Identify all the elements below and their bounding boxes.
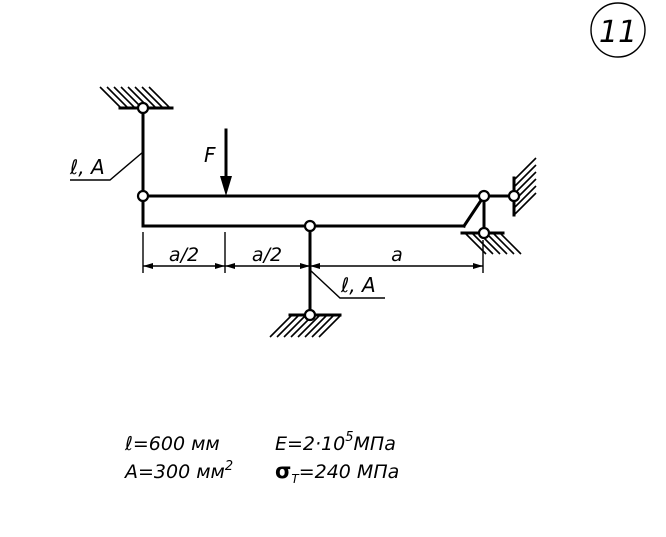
hinge-top bbox=[136, 101, 150, 115]
ceiling-hatch bbox=[99, 86, 171, 109]
force-label: F bbox=[204, 143, 216, 167]
dimension-label-1: a/2 bbox=[169, 244, 199, 266]
problem-number: 11 bbox=[599, 15, 637, 50]
force-arrowhead bbox=[220, 176, 232, 196]
right-wall-support bbox=[512, 157, 537, 217]
top-rod-label: ℓ, A bbox=[69, 155, 105, 179]
hinge-beam-bottom bbox=[303, 219, 317, 233]
given-modulus: E=2·105МПа bbox=[275, 430, 396, 455]
given-area: A=300 мм2 bbox=[123, 459, 233, 483]
problem-number-circle bbox=[590, 2, 646, 58]
top-rod-leader bbox=[70, 151, 144, 181]
problem-number-badge: 11 bbox=[590, 2, 646, 58]
right-floor-support bbox=[460, 231, 522, 255]
dimension-lines bbox=[142, 232, 484, 273]
hinge-beam-right bbox=[477, 189, 491, 203]
given-data: ℓ=600 мм A=300 мм2 E=2·105МПа σT=240 МПа bbox=[123, 430, 399, 486]
dimension-label-3: a bbox=[391, 244, 403, 266]
hinge-right-floor bbox=[477, 226, 491, 240]
hinge-bottom-floor bbox=[303, 308, 317, 322]
right-floor-hatch bbox=[464, 232, 522, 255]
bottom-rod-leader bbox=[309, 269, 385, 299]
top-ceiling-support bbox=[99, 86, 174, 110]
dimension-label-2: a/2 bbox=[252, 244, 282, 266]
force-arrow: F bbox=[204, 128, 232, 196]
wall-hatch bbox=[513, 157, 537, 216]
given-yield-stress: σT=240 МПа bbox=[275, 459, 399, 486]
given-length: ℓ=600 мм bbox=[124, 433, 220, 455]
hinge-beam-left bbox=[136, 189, 150, 203]
bottom-rod-label: ℓ, A bbox=[340, 273, 376, 297]
hinge-wall bbox=[507, 189, 521, 203]
